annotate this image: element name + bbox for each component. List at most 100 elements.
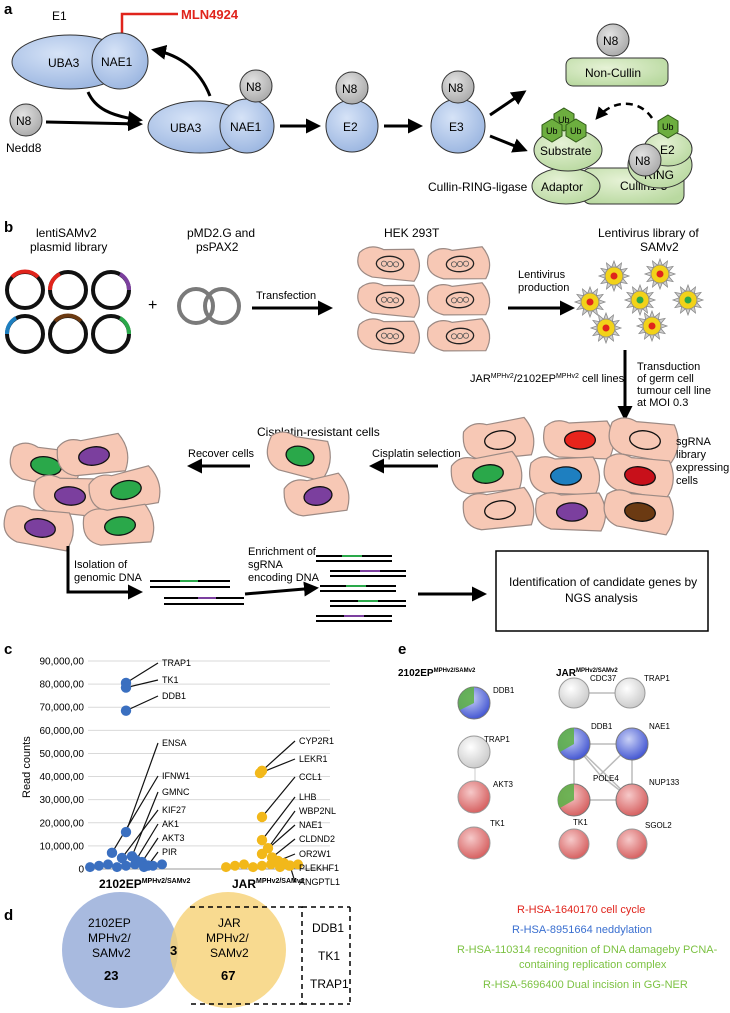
n8-free-label: N8: [16, 114, 32, 128]
transduction-line1: Transduction: [637, 361, 700, 373]
point-lekr1: [254, 767, 266, 779]
chart-point-labels: TRAP1TK1DDB1ENSAIFNW1GMNCKIF27AK1AKT3PIR…: [162, 658, 340, 887]
lentivirus-particle-5: [671, 283, 705, 317]
ub-3-label: Ub: [570, 126, 582, 136]
recovered-cell-4-nucleus: [110, 479, 142, 501]
right-node-label-nup133: NUP133: [649, 778, 680, 787]
transduction-line2: of germ cell: [637, 373, 694, 385]
y-tick-label: 80,000,00: [40, 680, 85, 691]
panel-label-b: b: [4, 219, 13, 236]
pathway-gg-ner: R-HSA-5696400 Dual incision in GG-NER: [483, 979, 688, 991]
uba3-second-label: UBA3: [170, 121, 202, 135]
enrichment-line3: encoding DNA: [248, 572, 320, 584]
point-angptl1: [284, 860, 296, 871]
y-tick-label: 60,000,00: [40, 726, 85, 737]
n8-e3-shape: [441, 70, 475, 104]
recovered-cell-5: [3, 505, 74, 552]
resistant-cell-2-nucleus: [303, 486, 333, 506]
sgrna-cell-3: [608, 417, 679, 464]
hek-cell-6-nucleus: [445, 327, 475, 345]
right-node-label-sgol2: SGOL2: [645, 821, 672, 830]
hek-cell-4: [426, 282, 491, 316]
right-node-label-cdc37: CDC37: [590, 674, 617, 683]
panel-b: b lentiSAMv2 plasmid library + pMD2.G an…: [3, 219, 729, 632]
point-low-2102ep: [94, 860, 104, 871]
crl-label: Cullin-RING-ligase: [428, 180, 528, 194]
recover-label: Recover cells: [188, 448, 255, 460]
to-crl-arrow: [489, 134, 528, 153]
chart-leader-lines: [111, 662, 296, 883]
packaging-plasmid-2: [203, 287, 241, 325]
sgrna-cell-6: [603, 453, 674, 500]
point-low-jar: [221, 862, 231, 873]
leader-ccl1: [261, 776, 296, 818]
recovered-cell-6: [82, 503, 155, 546]
panel-c: c 010,000,0020,000,0030,000,0040,000,005…: [4, 641, 340, 891]
label-nae1: NAE1: [299, 820, 323, 830]
n8-noncullin-label: N8: [603, 34, 619, 48]
enrichment-line2: sgRNA: [248, 559, 284, 571]
n8-noncullin-shape: [596, 23, 630, 57]
hek-cell-3-nucleus: [375, 291, 405, 309]
leader-ddb1: [125, 695, 159, 712]
recovered-cell-2: [56, 432, 129, 477]
right-node-nup133: [615, 783, 649, 817]
e1-label: E1: [52, 9, 67, 23]
leader-cyp2r1: [261, 740, 296, 772]
sgrna-cell-2: [543, 420, 615, 460]
label-tk1: TK1: [162, 675, 179, 685]
n8-free-shape: [9, 103, 43, 137]
point-low-jar: [257, 860, 267, 871]
right-node-cdc37: [558, 677, 590, 709]
sgrna-line2: library: [676, 449, 706, 461]
nae1-second-label: NAE1: [230, 120, 262, 134]
resistant-cell-1: [266, 431, 331, 482]
right-node-label-pole4: POLE4: [593, 774, 619, 783]
label-wbp2nl: WBP2NL: [299, 806, 336, 816]
panel-a: a E1 MLN4924 UBA3 NAE1 N8 Nedd8 UBA3 NAE…: [4, 1, 693, 205]
identification-line1: Identification of candidate genes by: [509, 575, 697, 589]
nedd8-label: Nedd8: [6, 141, 42, 155]
plasmid-1: [5, 270, 45, 310]
label-kif27: KIF27: [162, 805, 186, 815]
left-node-akt3: [457, 780, 491, 814]
e2-crl-label: E2: [660, 143, 675, 157]
hek-cells: [357, 246, 491, 354]
leader-lhb: [261, 796, 296, 841]
sgrna-cell-5: [529, 456, 601, 496]
packaging-title-line2: psPAX2: [196, 240, 239, 254]
panel-label-d: d: [4, 907, 13, 924]
panel-label-c: c: [4, 641, 12, 658]
nedd8-arrow: [45, 116, 143, 132]
y-tick-label: 90,000,00: [40, 657, 85, 668]
chart-points: [85, 677, 303, 873]
n8-e3-label: N8: [448, 81, 464, 95]
lentivirus-particle-7: [635, 309, 669, 343]
hek-cell-2: [426, 246, 491, 280]
label-ensa: ENSA: [162, 738, 187, 748]
network-right-title: JARMPHv2/SAMv2: [556, 668, 618, 679]
label-plekhf1: PLEKHF1: [299, 863, 339, 873]
y-tick-label: 70,000,00: [40, 703, 85, 714]
shared-genes-box: [190, 906, 303, 1005]
identification-line2: NGS analysis: [565, 591, 638, 605]
to-noncullin-arrow: [489, 90, 527, 117]
venn-right-line2: MPHv2/: [206, 931, 249, 945]
left-node-label-ddb1: DDB1: [493, 686, 515, 695]
label-ccl1: CCL1: [299, 772, 322, 782]
venn-left-line2: MPHv2/: [88, 931, 131, 945]
venn-overlap-count: 3: [170, 943, 177, 958]
identification-box: [495, 550, 709, 632]
right-node-nae1: [615, 727, 649, 761]
point-low-2102ep: [121, 860, 131, 871]
left-node-label-trap1: TRAP1: [484, 735, 510, 744]
category-label-2102ep: 2102EPMPHv2/SAMv2: [99, 877, 190, 891]
y-tick-label: 50,000,00: [40, 749, 85, 760]
sgrna-line3: expressing: [676, 462, 729, 474]
sgrna-library-cells: [450, 416, 679, 536]
ub-2-label: Ub: [546, 126, 558, 136]
point-low-jar: [293, 859, 303, 870]
leader-ensa: [125, 742, 159, 833]
point-low-jar: [230, 860, 240, 871]
